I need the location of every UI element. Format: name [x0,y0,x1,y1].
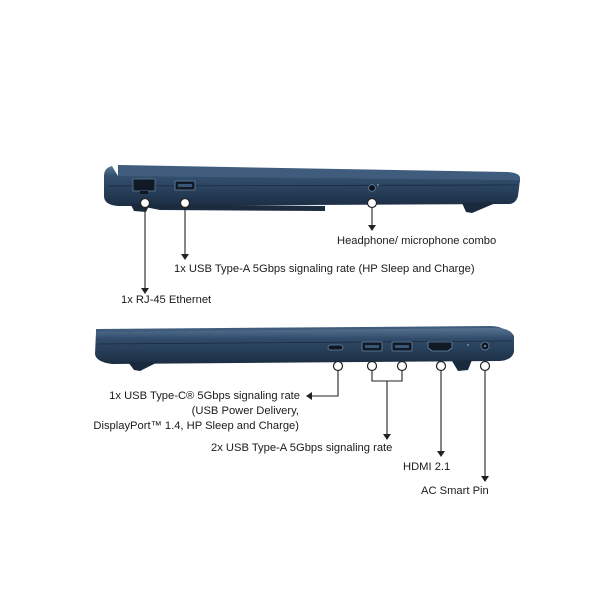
label-usb-c-line2: (USB Power Delivery, [191,405,299,417]
usb-c-port-icon [327,344,344,351]
label-usb-a-left: 1x USB Type-A 5Gbps signaling rate (HP S… [174,263,475,275]
headphone-jack-icon [368,184,376,192]
laptop-left-base [130,204,325,211]
label-usb-a-x2: 2x USB Type-A 5Gbps signaling rate [211,442,393,454]
laptop-right-body [95,328,514,364]
laptop-right-side [95,326,514,482]
laptop-left-side [104,165,520,294]
label-rj45: 1x RJ-45 Ethernet [121,294,212,306]
laptop-left-body [104,166,520,206]
hdmi-port-icon [427,341,453,352]
laptop-right-foot-back [452,360,472,371]
ethernet-port-icon [132,178,156,192]
laptop-left-foot-back [462,202,498,213]
laptop-right-foot-front [128,362,158,371]
label-headphone-combo: Headphone/ microphone combo [337,235,497,247]
label-ac-smart-pin: AC Smart Pin [421,485,489,497]
label-usb-c-line3: DisplayPort™ 1.4, HP Sleep and Charge) [93,420,299,432]
label-hdmi: HDMI 2.1 [403,461,451,473]
label-usb-c-line1: 1x USB Type-C® 5Gbps signaling rate [109,390,300,402]
